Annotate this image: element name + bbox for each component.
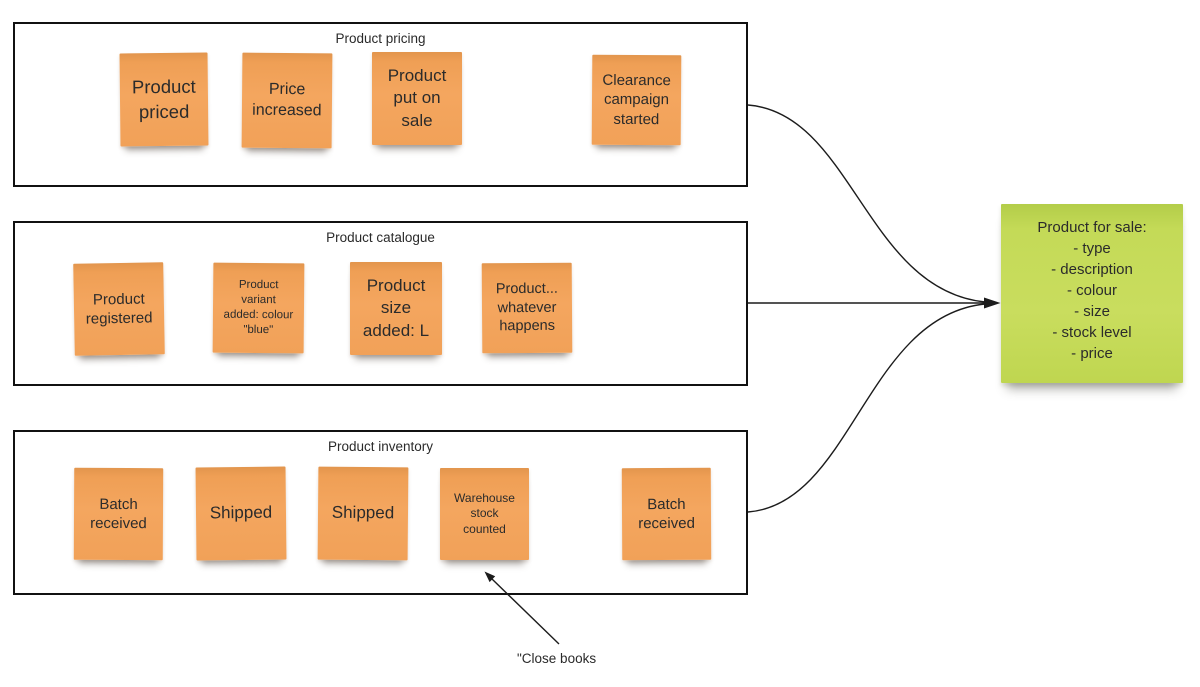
frame-title-product-inventory: Product inventory xyxy=(327,439,434,454)
sticky-note-warehouse-stock-counted[interactable]: Warehouse stock counted xyxy=(440,468,529,560)
sticky-note-product-priced[interactable]: Product priced xyxy=(119,52,209,147)
close-books-annotation-label: "Close books xyxy=(517,651,597,666)
sticky-note-batch-received-2[interactable]: Batch received xyxy=(621,467,712,561)
sticky-note-product-registered[interactable]: Product registered xyxy=(73,262,165,356)
sticky-note-price-increased[interactable]: Price increased xyxy=(241,52,333,149)
arrow-pricing-to-product-for-sale xyxy=(747,104,986,303)
arrow-inventory-to-product-for-sale xyxy=(747,303,986,513)
sticky-note-shipped-1[interactable]: Shipped xyxy=(195,466,287,561)
sticky-note-product-put-on-sale[interactable]: Product put on sale xyxy=(372,52,462,145)
arrowhead-product-for-sale xyxy=(984,297,1001,309)
sticky-note-product-variant-added[interactable]: Product variant added: colour "blue" xyxy=(212,262,305,354)
sticky-note-product-whatever-happens[interactable]: Product... whatever happens xyxy=(481,262,573,354)
frame-title-product-catalogue: Product catalogue xyxy=(326,230,435,245)
sticky-note-product-size-added[interactable]: Product size added: L xyxy=(350,262,442,355)
sticky-note-product-for-sale[interactable]: Product for sale: - type - description -… xyxy=(1001,204,1183,383)
frame-title-product-pricing: Product pricing xyxy=(335,31,426,46)
sticky-note-clearance-campaign-started[interactable]: Clearance campaign started xyxy=(591,54,682,146)
sticky-note-shipped-2[interactable]: Shipped xyxy=(317,466,409,561)
sticky-note-batch-received-1[interactable]: Batch received xyxy=(73,467,164,561)
